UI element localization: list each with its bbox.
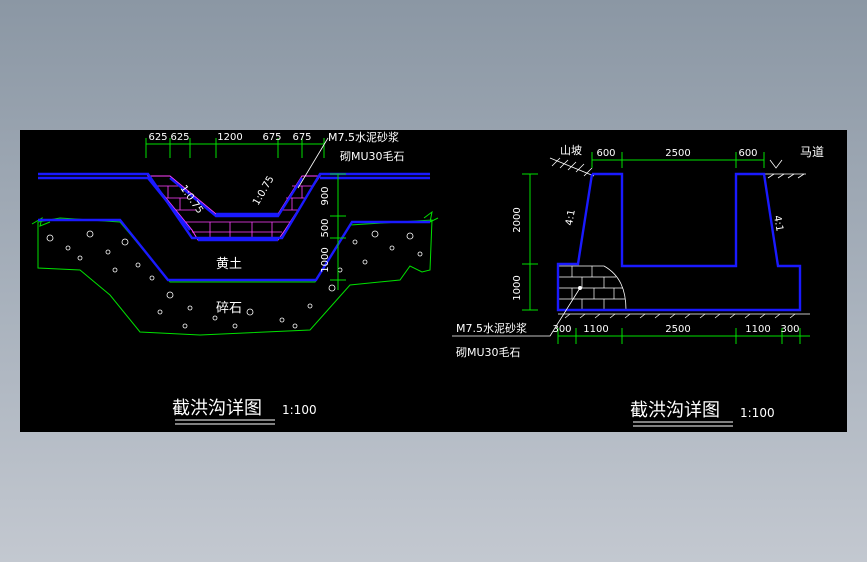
top-dimension-line xyxy=(145,138,325,158)
masonry-courses xyxy=(558,266,625,310)
dim-bot-5: 300 xyxy=(780,324,799,335)
cad-viewport[interactable]: 625 625 1200 675 675 M7.5水泥砂浆 砌MU30毛石 1:… xyxy=(20,130,847,432)
right-note-line1: M7.5水泥砂浆 xyxy=(456,321,527,335)
right-slope-left: 4:1 xyxy=(564,209,578,227)
road-marker xyxy=(764,159,806,179)
dim-bot-3: 2500 xyxy=(665,324,690,335)
dim-top-1: 625 xyxy=(148,132,167,143)
dim-left-1: 2000 xyxy=(512,207,523,232)
left-title: 截洪沟详图 xyxy=(172,398,262,419)
right-scale: 1:100 xyxy=(740,406,775,420)
left-scale: 1:100 xyxy=(282,403,317,417)
right-slope-label: 1:0.75 xyxy=(251,174,277,207)
left-slope-label: 1:0.75 xyxy=(178,183,205,216)
dim-bot-1: 300 xyxy=(552,324,571,335)
dim-bot-4: 1100 xyxy=(745,324,770,335)
bottom-dim-line xyxy=(557,328,810,344)
right-ditch-drawing: 山坡 马道 xyxy=(452,144,824,427)
brick-courses xyxy=(156,185,314,240)
dim-top-4: 675 xyxy=(262,132,281,143)
dim-bot-2: 1100 xyxy=(583,324,608,335)
right-dimension-line xyxy=(330,173,346,290)
base-ground-hatch xyxy=(558,313,810,319)
gravel-fill xyxy=(37,217,433,336)
ground-break-right xyxy=(423,210,439,223)
left-trench-drawing: 625 625 1200 675 675 M7.5水泥砂浆 砌MU30毛石 1:… xyxy=(31,130,439,425)
gravel-label: 碎石 xyxy=(216,301,242,316)
road-label: 马道 xyxy=(800,145,824,159)
dim-left-2: 1000 xyxy=(512,275,523,300)
dim-top-r2: 2500 xyxy=(665,148,690,159)
left-dim-line xyxy=(522,173,538,311)
left-note-line2: 砌MU30毛石 xyxy=(340,150,405,163)
dim-top-r3: 600 xyxy=(738,148,757,159)
gravel-dots xyxy=(46,230,423,329)
dim-top-5: 675 xyxy=(292,132,311,143)
dim-top-3: 1200 xyxy=(217,132,242,143)
dim-right-3: 1000 xyxy=(320,247,331,272)
right-note-line2: 砌MU30毛石 xyxy=(456,346,521,359)
right-note-leader xyxy=(452,287,581,337)
right-slope-right: 4:1 xyxy=(771,215,785,233)
drawing-canvas: 625 625 1200 675 675 M7.5水泥砂浆 砌MU30毛石 1:… xyxy=(31,130,824,427)
hillside-label: 山坡 xyxy=(560,144,582,157)
right-title: 截洪沟详图 xyxy=(630,400,720,421)
ground-break-left xyxy=(31,216,51,227)
hillside-hatch xyxy=(549,157,595,177)
note-leader xyxy=(297,137,329,189)
dim-top-2: 625 xyxy=(170,132,189,143)
leader-dot xyxy=(578,286,582,290)
dim-right-2: 500 xyxy=(320,218,331,237)
dim-top-r1: 600 xyxy=(596,148,615,159)
soil-label: 黄土 xyxy=(216,257,242,272)
left-note-line1: M7.5水泥砂浆 xyxy=(328,130,399,144)
dim-right-1: 900 xyxy=(320,186,331,205)
top-dim-line xyxy=(591,152,765,168)
ditch-outline xyxy=(556,172,802,312)
